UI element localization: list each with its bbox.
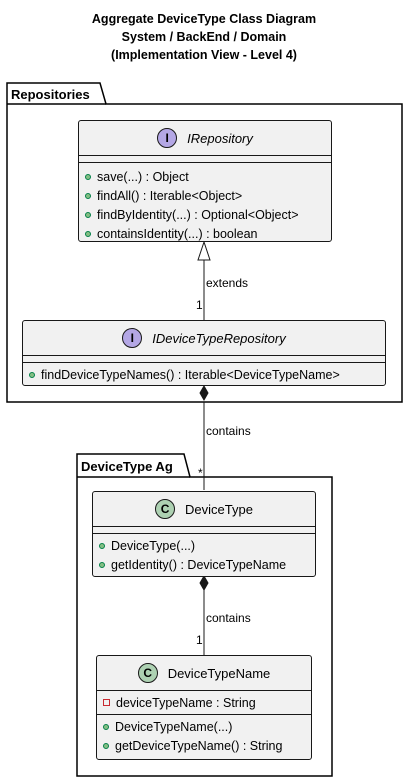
method-signature: findByIdentity(...) : Optional<Object> — [97, 207, 299, 222]
extends-relationship — [197, 240, 211, 320]
method-row: DeviceTypeName(...) — [103, 717, 305, 736]
method-signature: getDeviceTypeName() : String — [115, 738, 283, 753]
method-row: getIdentity() : DeviceTypeName — [99, 555, 309, 574]
method-row: findDeviceTypeNames() : Iterable<DeviceT… — [29, 365, 379, 384]
extends-multiplicity: 1 — [196, 298, 203, 312]
package-label-repositories: Repositories — [11, 87, 90, 102]
public-visibility-icon — [103, 723, 109, 730]
class-irepository[interactable]: I IRepository save(...) : Object findAll… — [78, 120, 332, 242]
public-visibility-icon — [85, 211, 91, 218]
package-label-devicetype-ag: DeviceType Ag — [81, 459, 173, 474]
public-visibility-icon — [103, 742, 109, 749]
public-visibility-icon — [85, 230, 91, 237]
interface-icon: I — [157, 128, 178, 148]
method-signature: DeviceTypeName(...) — [115, 719, 233, 734]
fields-section — [93, 527, 315, 534]
contains-multiplicity-devicetypename: 1 — [196, 633, 203, 647]
method-signature: getIdentity() : DeviceTypeName — [111, 557, 287, 572]
package-repositories-frame — [6, 82, 403, 403]
methods-section: DeviceTypeName(...) getDeviceTypeName() … — [97, 715, 311, 759]
title-line-1: Aggregate DeviceType Class Diagram — [91, 12, 317, 26]
public-visibility-icon — [85, 192, 91, 199]
method-row: findByIdentity(...) : Optional<Object> — [85, 205, 325, 224]
class-name: DeviceType — [185, 501, 253, 517]
method-row: containsIdentity(...) : boolean — [85, 224, 325, 243]
method-signature: save(...) : Object — [97, 169, 189, 184]
fields-section: deviceTypeName : String — [97, 691, 311, 715]
interface-icon: I — [122, 328, 143, 348]
class-icon: C — [155, 499, 176, 519]
contains-relationship-devicetypename — [199, 574, 209, 655]
method-signature: findDeviceTypeNames() : Iterable<DeviceT… — [41, 367, 340, 382]
class-devicetype[interactable]: C DeviceType DeviceType(...) getIdentity… — [92, 491, 316, 577]
class-devicetypename[interactable]: C DeviceTypeName deviceTypeName : String… — [96, 655, 312, 760]
method-signature: containsIdentity(...) : boolean — [97, 226, 258, 241]
methods-section: findDeviceTypeNames() : Iterable<DeviceT… — [23, 363, 385, 388]
field-row: deviceTypeName : String — [103, 693, 305, 712]
class-idevicetyperepository[interactable]: I IDeviceTypeRepository findDeviceTypeNa… — [22, 320, 386, 386]
class-name: DeviceTypeName — [167, 665, 271, 681]
class-icon: C — [137, 663, 158, 683]
diagram-title: Aggregate DeviceType Class Diagram Syste… — [0, 10, 408, 64]
contains-label-devicetypename: contains — [206, 611, 251, 625]
contains-relationship-repository — [199, 384, 209, 490]
method-row: DeviceType(...) — [99, 536, 309, 555]
contains-label-repository: contains — [206, 424, 251, 438]
class-header: C DeviceType — [93, 492, 315, 527]
public-visibility-icon — [99, 542, 105, 549]
class-header: I IRepository — [79, 121, 331, 156]
class-name: IRepository — [187, 130, 253, 146]
field-signature: deviceTypeName : String — [116, 695, 256, 710]
title-line-3: (Implementation View - Level 4) — [111, 48, 297, 62]
methods-section: DeviceType(...) getIdentity() : DeviceTy… — [93, 534, 315, 578]
method-row: findAll() : Iterable<Object> — [85, 186, 325, 205]
contains-multiplicity-repository: * — [198, 466, 203, 480]
title-line-2: System / BackEnd / Domain — [121, 30, 287, 44]
class-name: IDeviceTypeRepository — [152, 330, 286, 346]
fields-section — [79, 156, 331, 163]
package-devicetype-ag-frame — [76, 453, 333, 777]
public-visibility-icon — [99, 561, 105, 568]
method-signature: DeviceType(...) — [111, 538, 196, 553]
class-header: C DeviceTypeName — [97, 656, 311, 691]
method-row: save(...) : Object — [85, 167, 325, 186]
public-visibility-icon — [29, 371, 35, 378]
method-row: getDeviceTypeName() : String — [103, 736, 305, 755]
public-visibility-icon — [85, 173, 91, 180]
class-header: I IDeviceTypeRepository — [23, 321, 385, 356]
methods-section: save(...) : Object findAll() : Iterable<… — [79, 163, 331, 247]
method-signature: findAll() : Iterable<Object> — [97, 188, 243, 203]
extends-label: extends — [206, 276, 249, 290]
private-visibility-icon — [103, 699, 110, 706]
fields-section — [23, 356, 385, 363]
